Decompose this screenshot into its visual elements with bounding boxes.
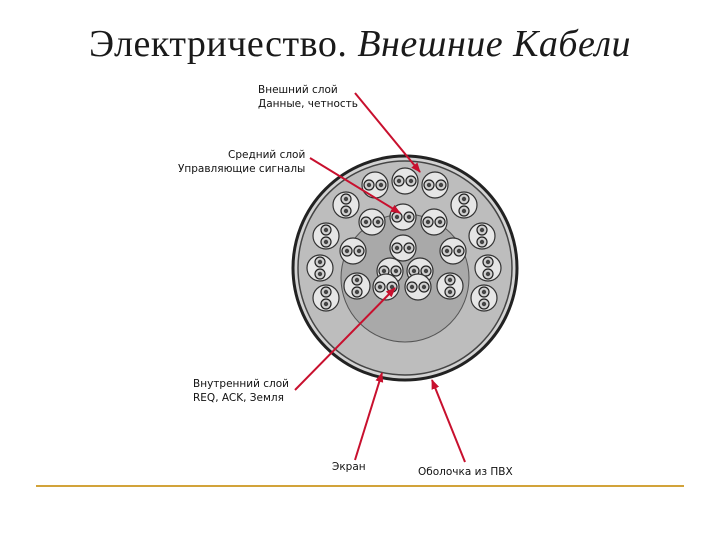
twisted-pair — [468, 222, 496, 250]
twisted-pair — [421, 171, 449, 199]
label-inner-layer-title: Внутренний слой — [193, 378, 289, 390]
label-middle-layer-subtitle: Управляющие сигналы — [178, 163, 305, 175]
slide-title-italic: Внешние Кабели — [357, 23, 632, 65]
twisted-pair — [332, 191, 360, 219]
twisted-pair — [450, 191, 478, 219]
label-jacket: Оболочка из ПВХ — [418, 466, 513, 478]
slide-title: Электричество. Внешние Кабели — [0, 22, 720, 66]
twisted-pair — [436, 272, 464, 300]
arrow-middle-layer — [309, 157, 401, 214]
cable-body — [291, 154, 519, 382]
label-inner-layer-subtitle: REQ, ACK, Земля — [193, 392, 284, 404]
twisted-pair — [474, 254, 502, 282]
callout-arrows — [294, 92, 466, 463]
twisted-pair — [361, 171, 389, 199]
twisted-pair — [306, 254, 334, 282]
wire-pairs — [306, 167, 502, 312]
twisted-pair — [391, 167, 419, 195]
twisted-pair — [439, 237, 467, 265]
diagram-labels: Внешний слой Данные, четность Средний сл… — [178, 84, 513, 478]
slide-title-plain: Электричество. — [88, 23, 358, 65]
twisted-pair — [343, 272, 371, 300]
arrow-shield — [354, 372, 384, 461]
label-middle-layer-title: Средний слой — [228, 149, 305, 161]
twisted-pair — [389, 234, 417, 262]
arrow-outer-layer — [354, 92, 421, 173]
twisted-pair — [358, 208, 386, 236]
label-outer-layer-subtitle: Данные, четность — [258, 98, 358, 110]
label-shield: Экран — [332, 461, 366, 473]
twisted-pair — [389, 203, 417, 231]
twisted-pair — [312, 284, 340, 312]
label-outer-layer-title: Внешний слой — [258, 84, 338, 96]
twisted-pair — [404, 273, 432, 301]
bottom-accent-rule — [36, 485, 684, 487]
arrow-jacket — [431, 379, 466, 463]
arrow-inner-layer — [294, 287, 396, 391]
twisted-pair — [470, 284, 498, 312]
twisted-pair — [339, 237, 367, 265]
twisted-pair — [312, 222, 340, 250]
twisted-pair — [420, 208, 448, 236]
